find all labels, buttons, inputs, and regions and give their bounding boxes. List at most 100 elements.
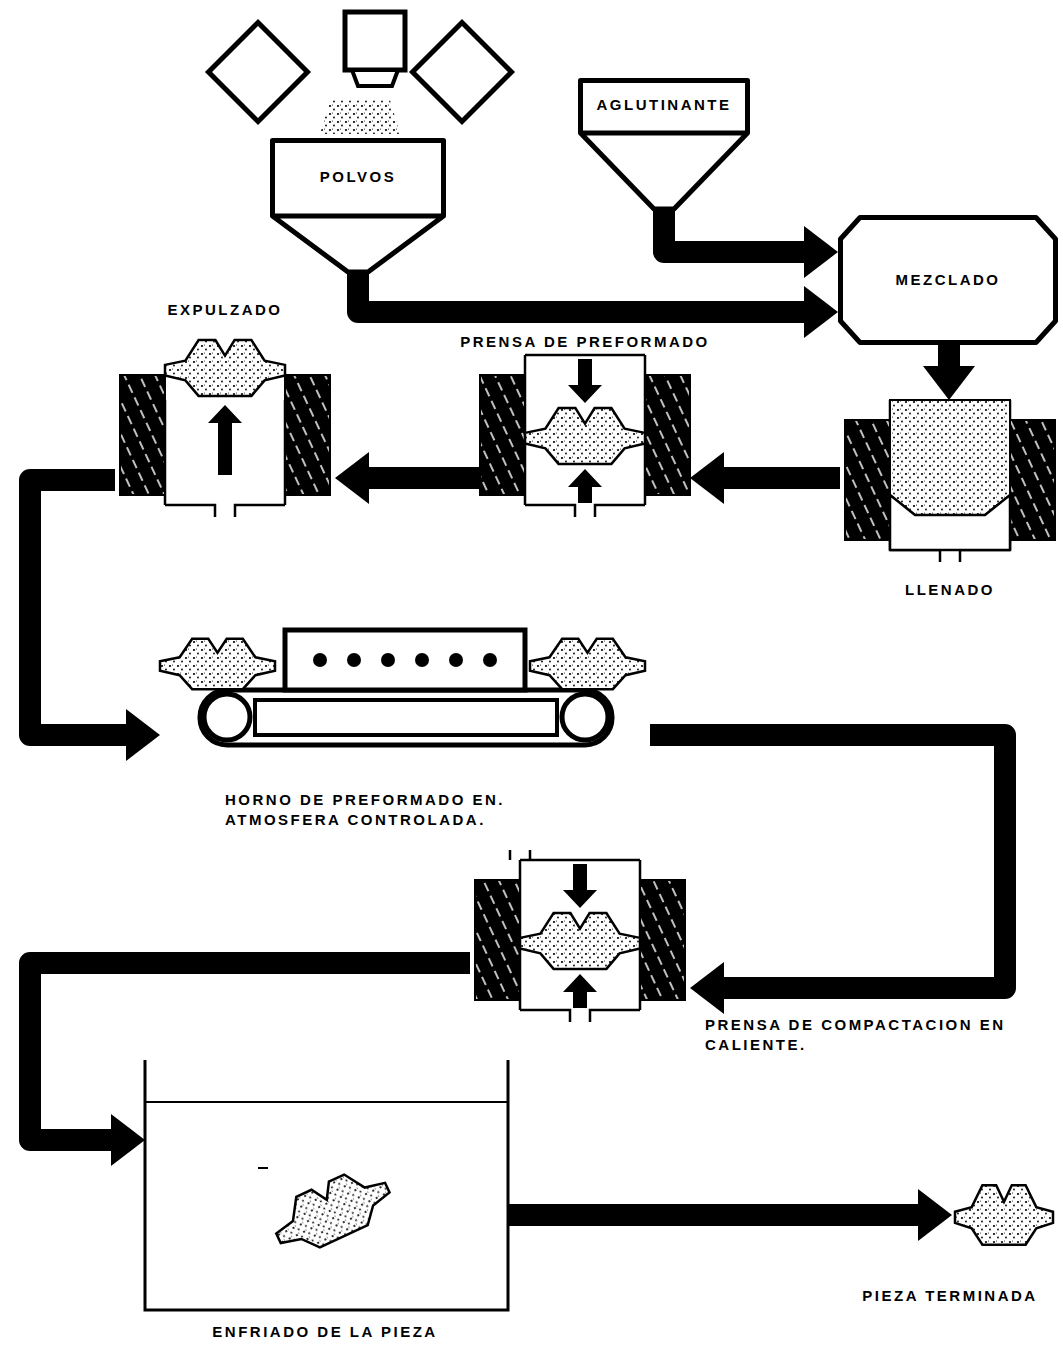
- die-block: [640, 880, 685, 1000]
- flow-arrow: [358, 273, 838, 338]
- station-label: HORNO DE PREFORMADO EN. ATMOSFERA CONTRO…: [225, 790, 555, 831]
- flow-line: [369, 467, 480, 489]
- die-wall: [525, 355, 645, 505]
- arrow-head: [111, 1114, 145, 1166]
- flow-arrow: [335, 452, 480, 504]
- box-label: AGLUTINANTE: [597, 95, 732, 115]
- process-station: ENFRIADO DE LA PIEZA: [145, 1060, 508, 1310]
- flow-arrow: [650, 735, 1005, 1014]
- shape-outline: [841, 218, 1056, 343]
- station-label: PIEZA TERMINADA: [862, 1286, 1037, 1306]
- process-station: HORNO DE PREFORMADO EN. ATMOSFERA CONTRO…: [160, 628, 650, 748]
- die-base: [520, 1010, 640, 1022]
- press-arrow: [563, 864, 597, 908]
- powder-container: [413, 23, 512, 122]
- sintered-part: [165, 340, 285, 396]
- flow-arrow: [923, 345, 975, 400]
- powder-container: [209, 23, 308, 122]
- arrow-head: [804, 286, 838, 338]
- hopper-box: POLVOS: [270, 138, 446, 273]
- flow-line: [938, 345, 960, 366]
- sintered-part: [955, 1185, 1053, 1244]
- flow-line: [30, 963, 470, 1140]
- die-block: [285, 375, 330, 495]
- flow-line: [650, 735, 1005, 988]
- process-station: PRENSA DE COMPACTACION EN CALIENTE.: [470, 850, 690, 1060]
- conveyor-frame: [255, 700, 557, 735]
- flow-line: [358, 273, 804, 312]
- hopper-box: AGLUTINANTE: [578, 78, 750, 210]
- sintered-part: [530, 639, 645, 689]
- shape-outline: [273, 141, 444, 273]
- sintered-part: [520, 913, 640, 969]
- powder-stream: [320, 100, 400, 134]
- die-wall: [165, 400, 285, 505]
- flow-arrow: [664, 210, 838, 278]
- label-holder: PRENSA DE COMPACTACION EN CALIENTE.: [705, 1015, 1015, 1056]
- press-arrow: [568, 359, 602, 403]
- label-holder: EXPULZADO: [167, 300, 282, 320]
- flow-arrow: [508, 1189, 952, 1241]
- die-wall: [520, 860, 640, 1010]
- conveyor-roller: [204, 694, 250, 740]
- box-label: MEZCLADO: [896, 270, 1001, 290]
- powder-container: [345, 12, 405, 70]
- station-label: ENFRIADO DE LA PIEZA: [212, 1322, 437, 1342]
- flow-line: [30, 480, 126, 735]
- label-holder: AGLUTINANTE: [578, 78, 750, 133]
- box-label: POLVOS: [320, 167, 396, 187]
- flow-arrow: [30, 480, 160, 761]
- oven-burner: [483, 653, 497, 667]
- label-holder: LLENADO: [905, 580, 995, 600]
- station-label: PRENSA DE COMPACTACION EN CALIENTE.: [705, 1015, 1015, 1056]
- press-arrow: [568, 469, 602, 503]
- flow-line: [664, 210, 804, 252]
- hopper-outline: [270, 138, 446, 273]
- die-base: [890, 550, 1010, 562]
- flow-arrow: [30, 963, 470, 1166]
- oven-burner: [415, 653, 429, 667]
- flow-line: [724, 467, 840, 489]
- station-label: EXPULZADO: [167, 300, 282, 320]
- die-block: [120, 375, 165, 495]
- press-stem: [510, 850, 530, 860]
- arrow-head: [690, 962, 724, 1014]
- die-block: [480, 375, 525, 495]
- label-holder: ENFRIADO DE LA PIEZA: [212, 1322, 437, 1342]
- container-nozzle: [352, 70, 398, 86]
- press-arrow: [208, 405, 242, 475]
- cooling-tank: [145, 1060, 508, 1310]
- die-base: [165, 505, 285, 517]
- mixer-box: MEZCLADO: [838, 215, 1058, 345]
- process-station: PIEZA TERMINADA: [952, 1178, 1056, 1254]
- upper-frame: [520, 859, 640, 862]
- oven-burner: [381, 653, 395, 667]
- powder-fill: [890, 400, 1010, 515]
- sintered-part: [160, 639, 275, 689]
- arrow-head: [918, 1189, 952, 1241]
- label-holder: HORNO DE PREFORMADO EN. ATMOSFERA CONTRO…: [225, 790, 555, 831]
- arrow-head: [126, 709, 160, 761]
- process-station: EXPULZADO: [115, 355, 335, 520]
- process-station: PRENSA DE PREFORMADO: [480, 355, 690, 520]
- oven-burner: [347, 653, 361, 667]
- upper-frame: [525, 354, 645, 357]
- flow-line: [508, 1204, 918, 1226]
- flow-arrow: [690, 452, 840, 504]
- die-block: [1010, 420, 1055, 540]
- shape-outline: [581, 81, 748, 210]
- arrow-head: [923, 366, 975, 400]
- die-wall: [890, 400, 1010, 550]
- station-label: PRENSA DE PREFORMADO: [460, 332, 709, 352]
- bubble: [258, 1167, 268, 1169]
- process-station: LLENADO: [840, 400, 1058, 565]
- label-holder: MEZCLADO: [838, 215, 1058, 345]
- label-holder: PRENSA DE PREFORMADO: [460, 332, 709, 352]
- arrow-head: [335, 452, 369, 504]
- conveyor-roller: [562, 694, 608, 740]
- oven-burner: [449, 653, 463, 667]
- die-block: [645, 375, 690, 495]
